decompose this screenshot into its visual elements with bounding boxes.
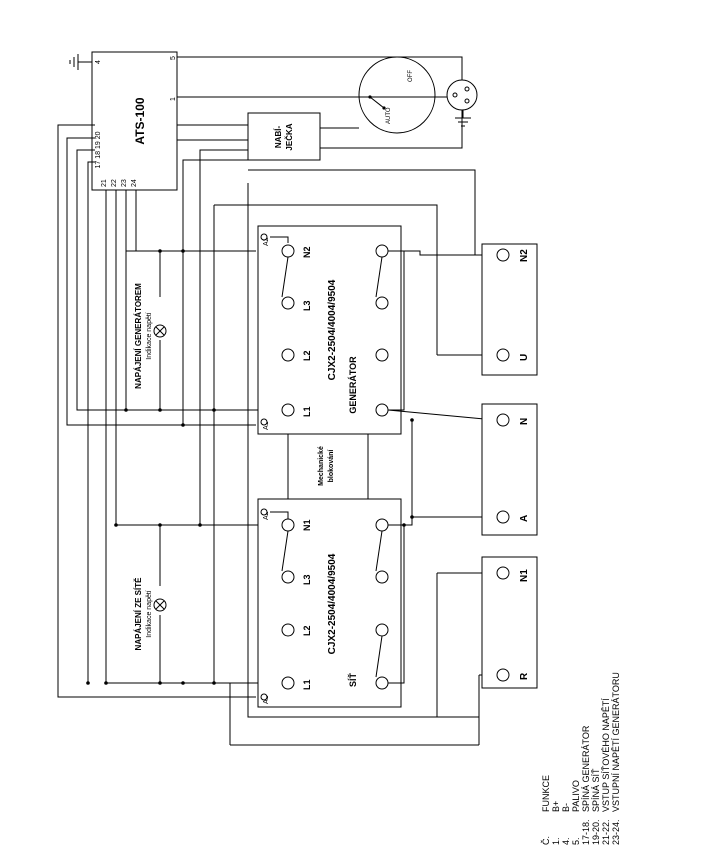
contactor-gen-l1: L1 <box>302 406 312 417</box>
lamp-icon-generator <box>153 324 167 338</box>
contactor-gen-name: GENERÁTOR <box>348 356 358 414</box>
terminal-a-label: A <box>519 515 530 522</box>
terminal-block-generator <box>481 243 538 376</box>
legend-num-3: 5. <box>571 837 581 845</box>
switch-auto-label: AUTO <box>386 107 392 124</box>
legend-num-4: 17-18. <box>581 819 591 845</box>
legend-num-1: 1. <box>551 837 561 845</box>
contactor-grid-name: SÍŤ <box>347 673 358 688</box>
terminal-n2-label: N2 <box>519 249 530 262</box>
terminal-n1-label: N1 <box>519 569 530 582</box>
legend-fn-1: B+ <box>551 801 561 812</box>
contactor-gen-l2: L2 <box>302 350 312 361</box>
contactor-generator <box>257 225 402 435</box>
ats-pins-top: 17 18 19 20 <box>95 131 102 168</box>
legend-fn-0: FUNKCE <box>541 775 551 812</box>
legend-fn-6: VSTUP SÍŤOVÉHO NAPĚTÍ <box>601 698 611 812</box>
generator-feed-subtitle: Indikace napětí <box>146 312 153 360</box>
legend-fn-3: PALIVO <box>571 780 581 812</box>
terminal-block-output <box>481 403 538 536</box>
ground-symbol-right <box>455 110 471 127</box>
legend-num-2: 4. <box>561 837 571 845</box>
terminal-block-grid <box>481 556 538 689</box>
contactor-grid-l1: L1 <box>302 679 312 690</box>
terminal-u-label: U <box>519 354 530 361</box>
grid-feed-subtitle: Indikace napětí <box>146 590 153 638</box>
off-auto-switch <box>358 56 436 134</box>
ats-pin-22: 22 <box>111 179 118 187</box>
ats-module <box>91 51 178 191</box>
ats-pin-21: 21 <box>101 179 108 187</box>
legend-num-7: 23-24. <box>611 819 621 845</box>
generator-feed-title: NAPÁJENÍ GENERÁTOREM <box>134 283 143 389</box>
contactor-gen-l3: L3 <box>302 300 312 311</box>
fuel-connector-icon <box>446 79 478 111</box>
interlock-label-2: blokování <box>328 449 335 483</box>
terminal-n-label: N <box>519 418 530 425</box>
legend-num-5: 19-20. <box>591 819 601 845</box>
ats-pin-4: 4 <box>95 60 102 64</box>
ats-pin-24: 24 <box>131 179 138 187</box>
ats-title: ATS-100 <box>133 97 147 144</box>
contactor-grid-a1: A1 <box>263 695 270 704</box>
contactor-grid-a2: A2 <box>263 511 270 520</box>
contactor-gen-n2: N2 <box>302 246 312 258</box>
lamp-icon-grid <box>153 598 167 612</box>
interlock-label-1: Mechanické <box>318 446 325 486</box>
contactor-grid-l3: L3 <box>302 574 312 585</box>
ats-pin-23: 23 <box>121 179 128 187</box>
terminal-r-label: R <box>519 672 530 680</box>
contactor-grid-model: CJX2-2504/4004/9504 <box>327 553 338 654</box>
legend-fn-7: VSTUPNÍ NAPĚTÍ GENERÁTORU <box>611 672 621 812</box>
charger-label-1: NABÍ- <box>274 126 283 149</box>
switch-off-label: OFF <box>408 70 414 82</box>
legend-num-6: 21-22. <box>601 819 611 845</box>
legend-fn-4: SPÍNÁ GENERÁTOR <box>581 725 591 812</box>
contactor-grid-l2: L2 <box>302 625 312 636</box>
ats-pin-1: 1 <box>170 97 177 101</box>
contactor-gen-a1: A1 <box>263 421 270 430</box>
contactor-gen-model: CJX2-2504/4004/9504 <box>327 279 338 380</box>
legend-fn-5: SPÍNÁ SÍŤ <box>591 768 601 812</box>
contactor-gen-a2: A2 <box>263 237 270 246</box>
ats-pin-5: 5 <box>170 56 177 60</box>
legend-num-0: Č. <box>541 836 551 845</box>
charger-label-2: JEČKA <box>285 123 294 150</box>
grid-feed-title: NAPÁJENÍ ZE SÍTĚ <box>134 577 143 651</box>
contactor-grid-n1: N1 <box>302 519 312 531</box>
legend-fn-2: B- <box>561 803 571 812</box>
legend: Č. 1. 4. 5. 17-18. 19-20. 21-22. 23-24. … <box>541 672 621 845</box>
ground-symbol-ats <box>69 54 92 70</box>
charger-box <box>247 112 321 161</box>
mechanical-interlock <box>287 433 369 500</box>
